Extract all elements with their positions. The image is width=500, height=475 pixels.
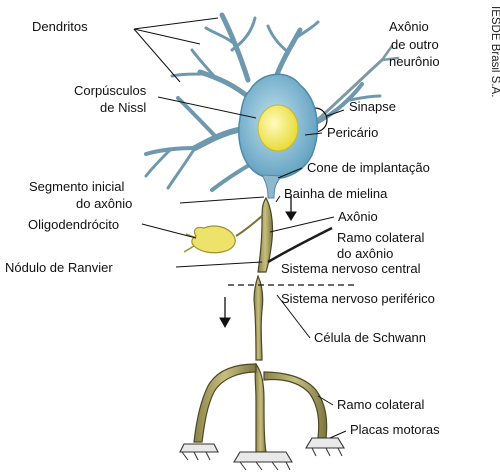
label-nodulo: Nódulo de Ranvier [5, 260, 113, 275]
myelin-sheath [254, 198, 273, 452]
label-axonio-outro-l3: neurônio [389, 54, 440, 69]
label-ramo-col: Ramo colateral [337, 397, 425, 412]
label-schwann: Célula de Schwann [314, 330, 426, 345]
label-snc: Sistema nervoso central [281, 261, 421, 276]
label-segmento-l2: do axônio [76, 196, 132, 211]
leader-lines [134, 18, 346, 438]
credit-text: IESDE Brasil S.A. [489, 6, 500, 97]
label-axonio-outro-l1: Axônio [389, 19, 429, 34]
label-pericario: Pericário [327, 125, 378, 140]
nucleus [258, 105, 298, 151]
label-corpusculos-l2: de Nissl [100, 100, 146, 115]
label-placas: Placas motoras [350, 422, 440, 437]
label-bainha: Bainha de mielina [284, 186, 388, 201]
label-segmento-l1: Segmento inicial [29, 179, 124, 194]
label-dendritos: Dendritos [32, 19, 88, 34]
label-ramo-col-axonio-l2: do axônio [337, 246, 393, 261]
axon-hillock [262, 175, 282, 198]
label-sinapse: Sinapse [349, 99, 396, 114]
label-oligo: Oligodendrócito [28, 217, 119, 232]
label-axonio-outro-l2: de outro [391, 37, 439, 52]
label-corpusculos-l1: Corpúsculos [74, 83, 147, 98]
axon-collateral [268, 228, 332, 262]
oligodendrocyte [184, 216, 262, 253]
label-snp: Sistema nervoso periférico [281, 291, 435, 306]
label-cone: Cone de implantação [307, 160, 430, 175]
label-ramo-col-axonio-l1: Ramo colateral [337, 230, 425, 245]
label-axonio: Axônio [338, 209, 378, 224]
